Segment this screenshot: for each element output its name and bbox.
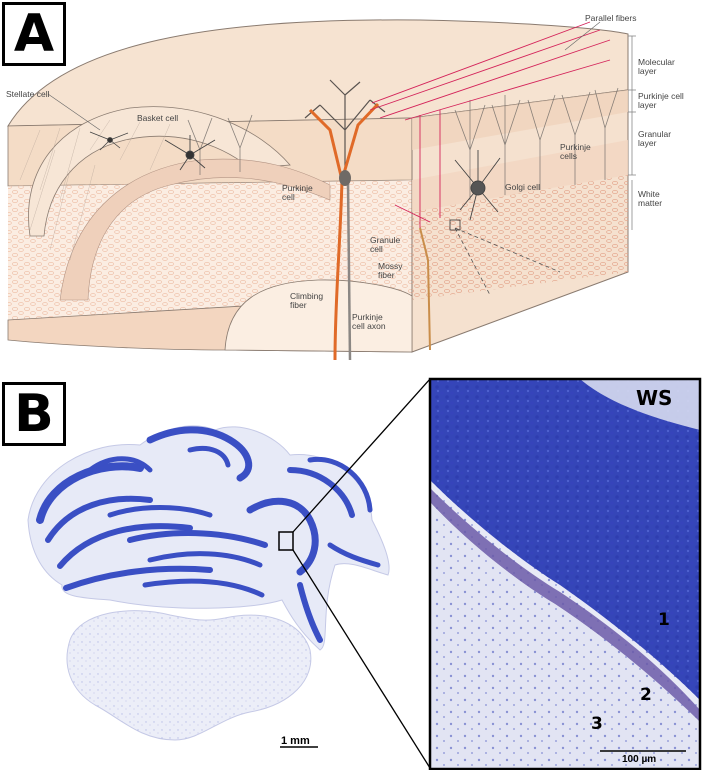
zoom-leader-bottom (292, 549, 431, 769)
label-purkinje-cell: Purkinje cell (282, 183, 313, 202)
panel-label-a: A (2, 2, 66, 66)
label-granule-cell: Granule cell (370, 235, 401, 254)
label-mossy-fiber: Mossy fiber (378, 261, 403, 280)
layer-number-3: 3 (591, 714, 603, 734)
layer-number-2: 2 (640, 685, 652, 705)
scale-bar-right-label: 100 µm (622, 754, 657, 765)
cerebellum-stained-section (27, 378, 431, 769)
panel-label-b: B (2, 382, 66, 446)
label-white-matter: White matter (638, 189, 663, 208)
scale-bar-left-label: 1 mm (281, 735, 310, 747)
stained-folia (36, 426, 381, 643)
parallel-fibers-lines (369, 21, 611, 228)
cerebellum-section (27, 425, 390, 651)
label-climbing-fiber: Climbing fiber (290, 291, 324, 310)
white-matter-core (224, 279, 413, 353)
ws-label: WS (636, 386, 673, 410)
label-purkinje-cell-axon: Purkinje cell axon (352, 312, 386, 331)
purkinje-axon-path (346, 181, 352, 361)
label-parallel-fibers: Parallel fibers (585, 13, 637, 23)
sulcus-fold (28, 106, 291, 237)
mossy-fiber-path (419, 227, 431, 351)
label-golgi-cell: Golgi cell (505, 182, 540, 192)
cerebellum-block-diagram (7, 19, 636, 361)
basket-cell-shape (164, 135, 216, 171)
label-molecular-layer: Molecular layer (638, 57, 675, 76)
purkinje-layer-micro (430, 488, 700, 722)
label-purkinje-cells: Purkinje cells (560, 142, 591, 161)
stellate-cell-shape (89, 131, 129, 151)
zoom-box (278, 531, 294, 551)
layer-brackets (628, 35, 636, 230)
label-purkinje-cell-layer: Purkinje cell layer (638, 91, 684, 110)
micrograph-magnified (428, 377, 702, 770)
label-stellate-cell: Stellate cell (6, 89, 50, 99)
label-granular-layer: Granular layer (638, 129, 672, 148)
golgi-cell-shape (454, 150, 501, 221)
label-basket-cell: Basket cell (137, 113, 179, 123)
layer-number-1: 1 (658, 610, 670, 630)
purkinje-cell-highlight (304, 79, 386, 361)
zoom-leader-top (292, 378, 431, 533)
folium-top-surface (7, 19, 629, 127)
